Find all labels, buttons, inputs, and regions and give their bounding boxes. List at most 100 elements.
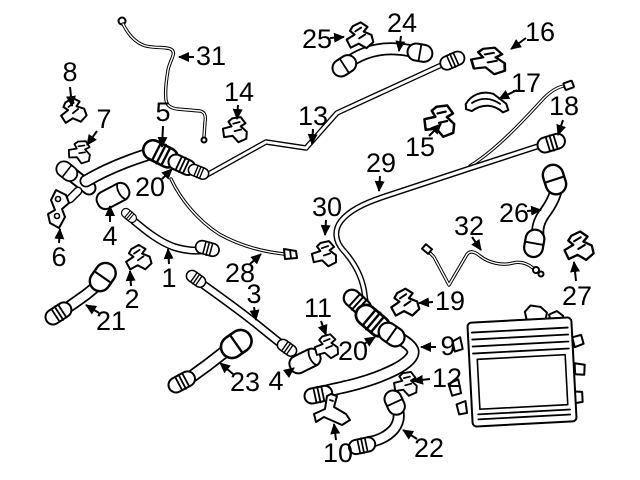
callout-4: 4 xyxy=(102,205,118,251)
callout-5: 5 xyxy=(155,97,171,148)
part-number-5: 5 xyxy=(155,97,170,127)
part-number-16: 16 xyxy=(525,17,555,47)
callout-11: 11 xyxy=(304,293,332,336)
part-bracket-30 xyxy=(309,238,340,269)
callout-arrow-26 xyxy=(526,205,542,216)
part-clamp-11 xyxy=(312,332,341,360)
callout-arrow-25 xyxy=(329,32,345,43)
callout-arrow-21 xyxy=(85,304,100,315)
callout-13: 13 xyxy=(298,101,328,145)
callout-19: 19 xyxy=(418,286,465,316)
part-hose-1 xyxy=(123,209,215,256)
callout-arrow-20 xyxy=(161,168,173,180)
part-number-20: 20 xyxy=(135,172,165,202)
part-number-15: 15 xyxy=(405,132,435,162)
callout-arrow-11 xyxy=(317,320,328,336)
callout-arrow-1 xyxy=(163,248,174,265)
callout-arrow-24 xyxy=(395,35,406,52)
callout-32: 32 xyxy=(454,211,484,251)
part-number-25: 25 xyxy=(302,24,332,54)
part-pipe-13 xyxy=(202,52,461,179)
callout-7: 7 xyxy=(86,104,112,146)
callout-arrow-10 xyxy=(330,423,341,441)
callout-15: 15 xyxy=(405,123,442,162)
callout-2: 2 xyxy=(124,270,140,314)
part-number-2: 2 xyxy=(124,284,139,314)
part-number-32: 32 xyxy=(454,211,484,241)
callout-25: 25 xyxy=(302,24,345,54)
part-number-27: 27 xyxy=(562,281,592,311)
part-hose-assembly-20-9 xyxy=(310,291,420,403)
callout-arrow-12 xyxy=(412,374,431,385)
callout-arrow-28 xyxy=(249,253,262,265)
part-hose-3 xyxy=(189,271,295,355)
callout-arrow-6 xyxy=(54,228,65,244)
callout-arrow-29 xyxy=(374,175,385,192)
part-number-11: 11 xyxy=(304,293,332,323)
callout-21: 21 xyxy=(85,304,126,336)
part-number-21: 21 xyxy=(96,306,126,336)
part-number-24: 24 xyxy=(387,8,417,38)
callout-20: 20 xyxy=(135,168,173,202)
callout-26: 26 xyxy=(499,198,542,228)
callout-17: 17 xyxy=(498,68,541,100)
part-clamp-25 xyxy=(343,20,375,52)
part-wire-28 xyxy=(169,177,298,260)
part-number-23: 23 xyxy=(230,367,260,397)
part-bracket-2 xyxy=(123,242,154,273)
part-number-1: 1 xyxy=(161,263,176,293)
callout-arrow-22 xyxy=(402,429,418,440)
part-hose-assembly-5-20 xyxy=(59,141,205,204)
callout-8: 8 xyxy=(62,57,78,107)
part-number-26: 26 xyxy=(499,198,529,228)
part-number-20: 20 xyxy=(338,336,368,366)
part-number-19: 19 xyxy=(435,286,465,316)
callout-arrow-15 xyxy=(428,123,442,137)
part-number-18: 18 xyxy=(549,91,579,121)
callout-27: 27 xyxy=(562,261,592,311)
part-hose-22 xyxy=(354,395,404,454)
part-number-4: 4 xyxy=(268,366,283,396)
callout-arrow-4 xyxy=(283,367,295,378)
pipe-13-end-coupling xyxy=(444,52,461,70)
part-number-3: 3 xyxy=(246,279,261,309)
part-number-7: 7 xyxy=(96,104,111,134)
part-number-6: 6 xyxy=(51,242,66,272)
callout-6: 6 xyxy=(51,228,67,272)
part-number-12: 12 xyxy=(432,363,462,393)
part-number-31: 31 xyxy=(196,41,226,71)
callout-3: 3 xyxy=(246,279,262,321)
part-number-29: 29 xyxy=(366,148,396,178)
part-wire-32 xyxy=(421,243,545,287)
part-hose-21 xyxy=(49,267,114,323)
part-bracket-16 xyxy=(468,42,510,78)
callout-arrow-14 xyxy=(232,104,243,120)
pipe-29-end-coupling-18 xyxy=(543,134,560,153)
part-number-22: 22 xyxy=(414,433,444,463)
callout-arrow-8 xyxy=(65,86,76,107)
callout-16: 16 xyxy=(510,17,555,50)
callout-24: 24 xyxy=(387,8,417,52)
artwork-layer xyxy=(47,16,596,455)
part-number-4: 4 xyxy=(102,221,117,251)
callout-1: 1 xyxy=(161,248,177,293)
part-bracket-6 xyxy=(47,189,70,229)
part-radiator xyxy=(447,304,586,428)
callout-arrow-13 xyxy=(307,128,318,145)
callout-14: 14 xyxy=(224,77,254,120)
callout-28: 28 xyxy=(225,253,262,288)
callout-arrow-17 xyxy=(498,89,518,100)
callout-arrow-7 xyxy=(86,130,98,146)
callout-10: 10 xyxy=(323,423,353,468)
vent-cap xyxy=(562,79,575,91)
part-pipe-29 xyxy=(333,79,575,307)
part-number-17: 17 xyxy=(511,68,541,98)
part-clamp-14 xyxy=(219,113,252,145)
callout-12: 12 xyxy=(412,363,462,393)
part-number-14: 14 xyxy=(224,77,254,107)
part-number-10: 10 xyxy=(323,438,353,468)
part-number-9: 9 xyxy=(440,331,455,361)
part-sleeve-4a xyxy=(95,181,131,211)
